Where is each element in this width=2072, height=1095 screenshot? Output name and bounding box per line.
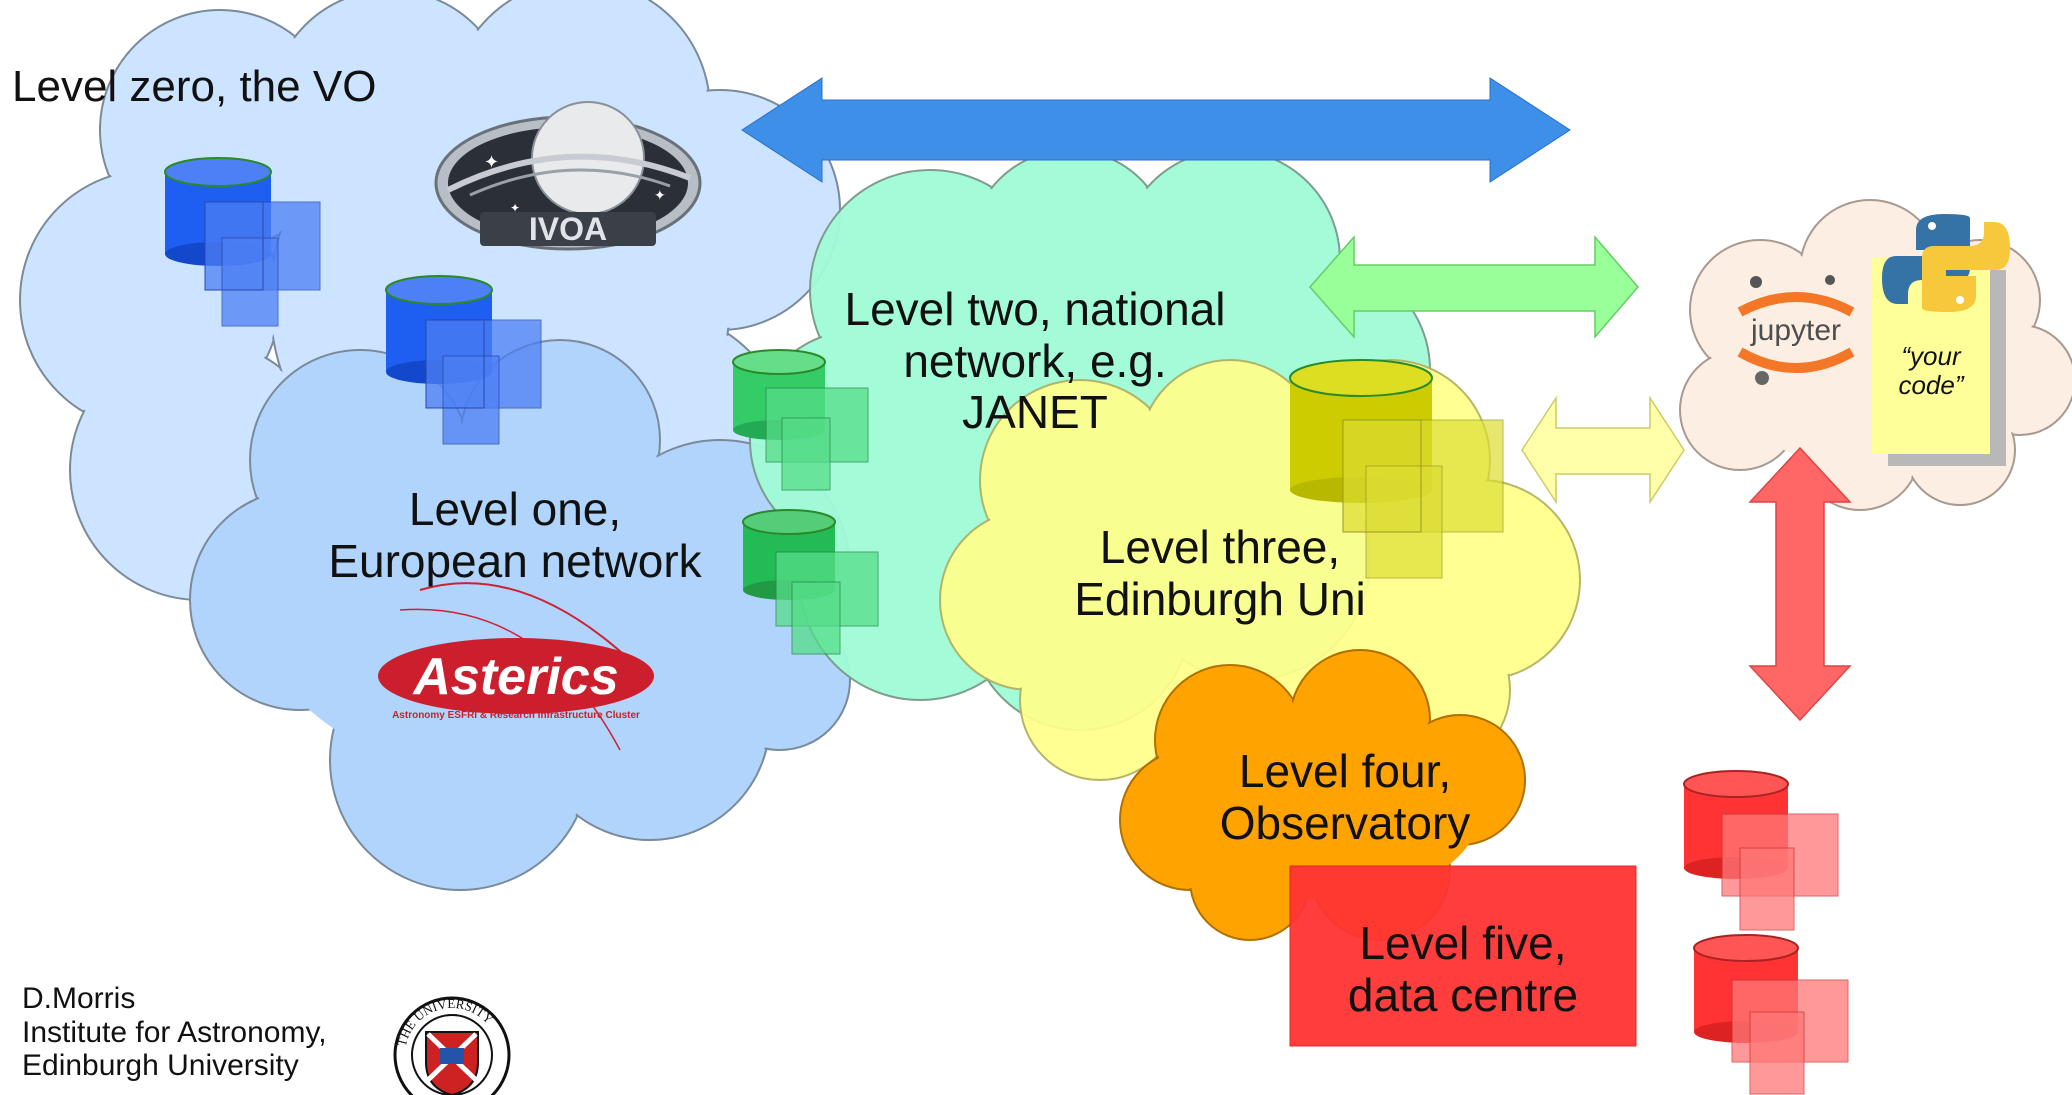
svg-text:✦: ✦ — [484, 152, 499, 172]
university-crest-icon: THE UNIVERSITY — [393, 996, 511, 1095]
database-red-1 — [1683, 770, 1839, 931]
level-zero-label: Level zero, the VO — [12, 62, 377, 111]
level-two-label: Level two, national network, e.g. JANET — [844, 283, 1226, 439]
jupyter-logo: jupyter — [1737, 275, 1855, 385]
svg-text:✦: ✦ — [510, 201, 520, 215]
level-one-label: Level one, European network — [328, 483, 702, 587]
python-icon — [1882, 214, 2010, 312]
credit-university: Edinburgh University — [22, 1049, 299, 1083]
credit-name: D.Morris — [22, 982, 136, 1015]
asterics-subtitle: Astronomy ESFRI & Research Infrastructur… — [392, 710, 640, 721]
asterics-logo-text: Asterics — [411, 648, 618, 706]
author-credit: D.Morris Institute for Astronomy, Edinbu… — [22, 982, 327, 1083]
jupyter-logo-text: jupyter — [1750, 314, 1841, 347]
blue-double-arrow — [741, 77, 1571, 183]
level-five-box — [1289, 865, 1637, 1047]
level-five-label: Level five, data centre — [1347, 917, 1579, 1021]
level-three-label: Level three, Edinburgh Uni — [1074, 521, 1366, 625]
database-red-2 — [1693, 934, 1849, 1095]
credit-institute: Institute for Astronomy, — [22, 1015, 327, 1049]
green-double-arrow — [1309, 234, 1639, 340]
code-note-text: “your code” — [1898, 341, 1964, 400]
database-blue-2 — [385, 275, 542, 445]
database-green-2 — [742, 509, 879, 655]
level-four-label: Level four, Observatory — [1219, 745, 1471, 849]
ivoa-logo: ✦ ✦ ✦ IVOA — [434, 101, 702, 251]
database-blue-1 — [164, 157, 321, 327]
database-yellow — [1289, 359, 1504, 579]
asterics-logo: Asterics Astronomy ESFRI & Research Infr… — [378, 582, 654, 751]
red-double-arrow — [1748, 446, 1852, 722]
ivoa-logo-text: IVOA — [529, 211, 607, 247]
level-four-cloud — [1119, 649, 1526, 941]
svg-text:✦: ✦ — [654, 187, 666, 203]
database-green-1 — [732, 349, 869, 491]
yellow-double-arrow — [1521, 395, 1685, 505]
